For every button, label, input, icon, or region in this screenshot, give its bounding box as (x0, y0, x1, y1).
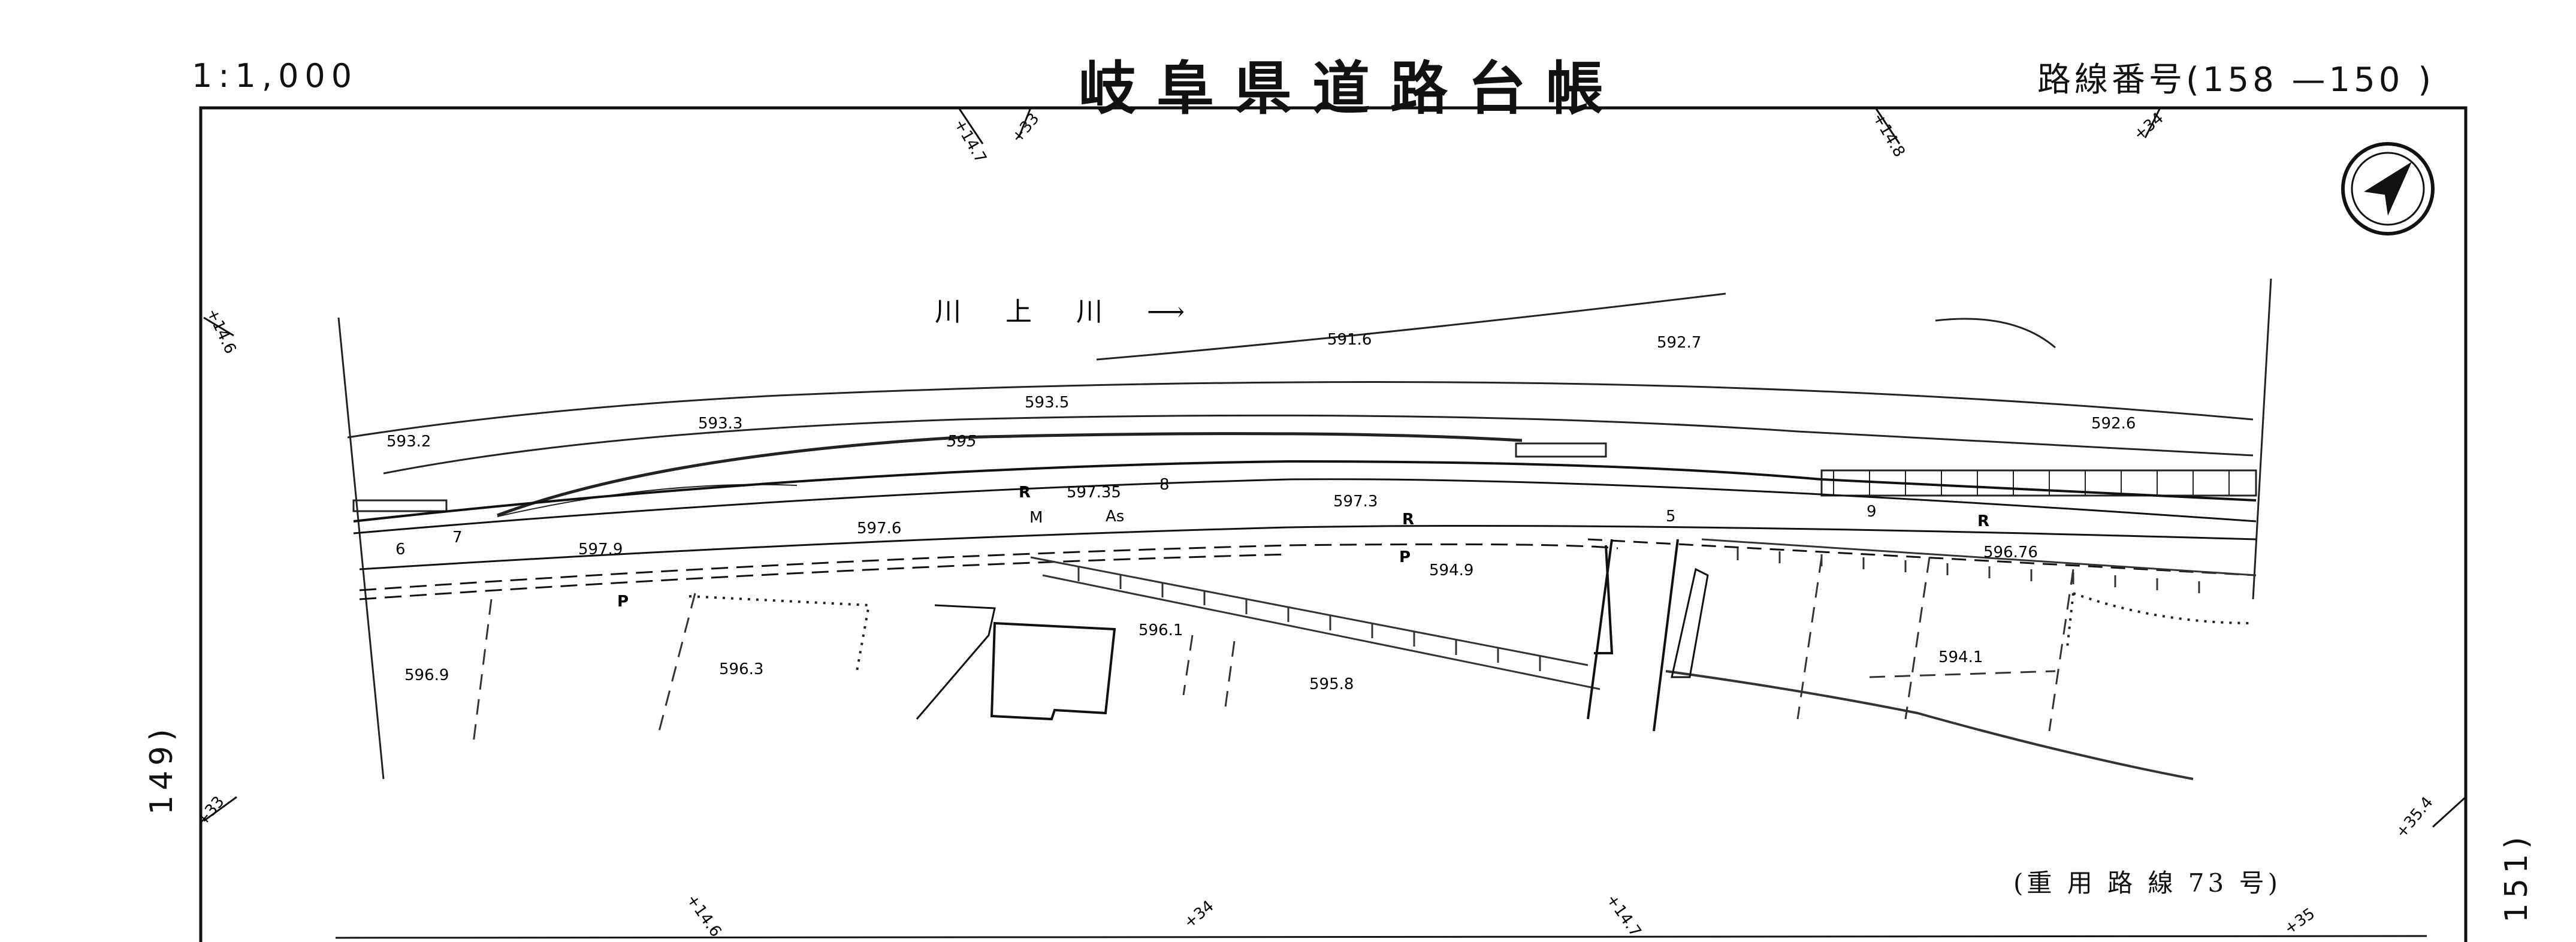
road-mark: As (1106, 508, 1124, 526)
road-mark: P (617, 593, 629, 611)
spot-heights: 591.6 592.7 593.5 593.3 593.2 592.6 597.… (386, 331, 2136, 693)
road-mark: P (1399, 548, 1411, 566)
road-edges (353, 460, 2257, 600)
spot-height: 596.76 (1983, 544, 2038, 561)
station-left-2: +33 (193, 793, 228, 829)
road-mark: R (1019, 484, 1031, 502)
station-left-1: +14.6 (203, 306, 240, 357)
spot-height: 597.3 (1333, 493, 1378, 511)
spot-height: 596.3 (719, 660, 763, 678)
map-scale: 1:1,000 (192, 57, 358, 95)
station-bottom-3: +14.7 (1602, 891, 1644, 940)
lot-boundaries (688, 592, 2254, 672)
spot-height: 597.35 (1067, 484, 1121, 502)
retaining-walls (352, 442, 2257, 512)
road-mark: 8 (1159, 476, 1170, 494)
spot-height: 594.9 (1429, 561, 1473, 579)
river-label: 川 上 川 ⟶ (935, 297, 1203, 327)
spot-height: 597.6 (857, 520, 901, 538)
spot-height: 592.7 (1657, 334, 1701, 352)
spot-height: 596.9 (404, 666, 449, 684)
spot-height: 593.2 (386, 433, 431, 451)
side-road (1587, 539, 1709, 732)
survey-edge-left (337, 317, 385, 780)
shared-route-note: (重 用 路 線 73 号) (2013, 868, 2281, 898)
station-bottom-1: +14.6 (682, 891, 724, 940)
road-mark: R (1402, 511, 1414, 529)
road-mark: 9 (1867, 503, 1877, 521)
spot-height: 595.8 (1309, 675, 1354, 693)
road-mark: 5 (1666, 508, 1676, 526)
spot-height: 597.9 (578, 541, 623, 558)
station-bottom-4: +35 (2281, 905, 2318, 938)
station-ticks (203, 107, 2467, 939)
station-bottom-2: +34 (1180, 897, 1217, 932)
station-top-3: +14.8 (1869, 110, 1908, 161)
station-top-2: +33 (1008, 110, 1043, 146)
road-mark: 6 (395, 541, 406, 558)
spot-height: 594.1 (1938, 648, 1983, 666)
road-mark: 7 (452, 529, 463, 547)
map-title: 岐阜県道路台帳 (1079, 55, 1624, 122)
station-top-1: +14.7 (950, 116, 990, 167)
north-arrow-icon (2341, 142, 2435, 236)
road-markings: R R R P P As M 7 8 9 6 5 (395, 476, 1989, 611)
station-right: +35.4 (2392, 793, 2436, 841)
station-top-4: +34 (2130, 109, 2167, 144)
spot-height: 592.6 (2091, 415, 2136, 433)
road-mark: R (1977, 512, 1989, 530)
map-frame (199, 106, 2468, 942)
field-boundaries (472, 557, 2074, 744)
spot-height: 593.3 (698, 415, 742, 433)
spot-height: 591.6 (1327, 331, 1372, 349)
spot-height: 596.1 (1138, 621, 1183, 639)
road-mark: M (1029, 509, 1043, 527)
spot-height: 593.5 (1025, 394, 1069, 412)
route-number: 路線番号(158 —150 ) (2037, 61, 2435, 99)
contour-label: 595 (947, 433, 977, 451)
river-lines (347, 292, 2254, 517)
slope-hatching (1030, 538, 2257, 780)
building (990, 621, 1116, 721)
survey-edge-right (2252, 278, 2272, 600)
building-lot (916, 604, 996, 720)
